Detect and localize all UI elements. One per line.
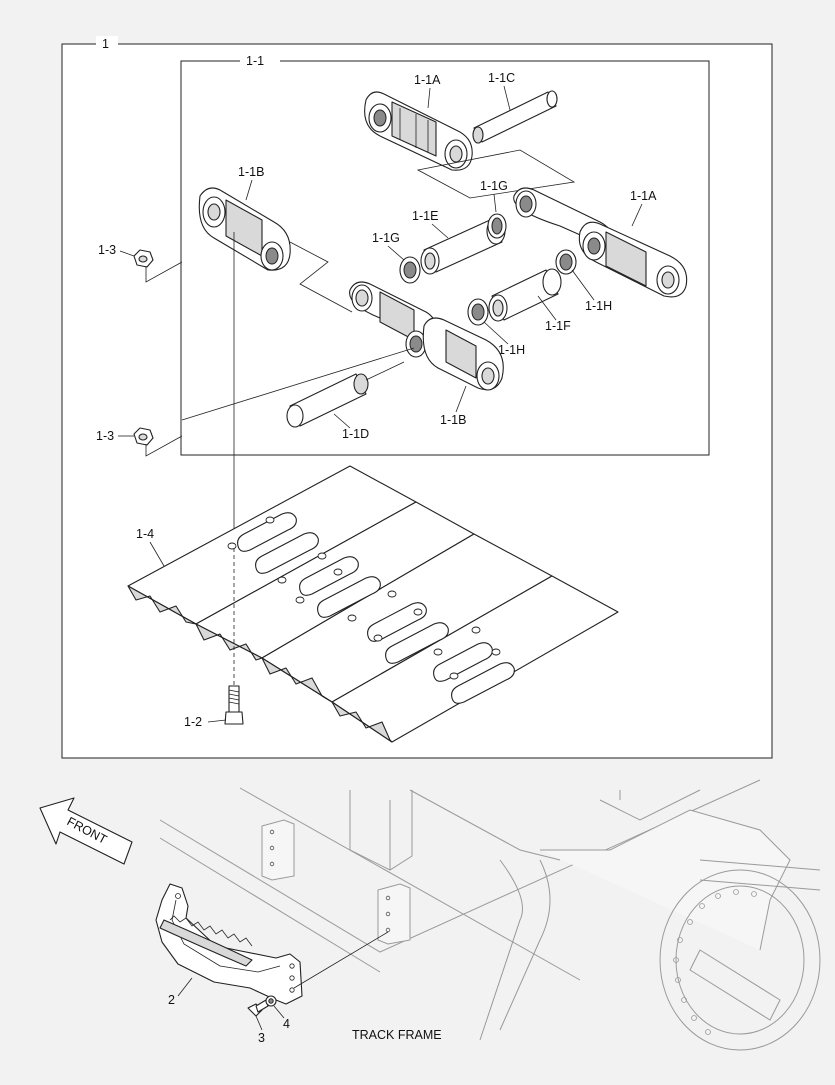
step-2 [155,883,303,1005]
link-1-1b-left [198,187,291,271]
label-link-b-left: 1-1B [238,165,264,179]
bushing-1-1f [488,268,562,322]
label-assy: 1 [102,37,109,51]
track-shoe-1-4 [127,465,619,743]
link-1-1b-center [349,281,504,391]
seal-1-1g-left [399,256,421,284]
nut-1-3-bottom [133,427,154,446]
label-washer: 4 [283,1017,290,1031]
label-seal-g-top: 1-1G [480,179,508,193]
label-link-assy: 1-1 [246,54,264,68]
label-nut-top: 1-3 [98,243,116,257]
pin-1-1c [472,90,558,144]
washer-4 [265,995,277,1007]
track-frame [159,779,821,1051]
label-link-b-right: 1-1B [440,413,466,427]
seal-1-1h-mid [467,298,489,326]
label-pin-d: 1-1D [342,427,369,441]
label-shoe: 1-4 [136,527,154,541]
pin-1-1d [286,361,405,428]
label-seal-h-mid: 1-1H [498,343,525,357]
label-step-bolt: 3 [258,1031,265,1045]
label-seal-h-right: 1-1H [585,299,612,313]
label-step: 2 [168,993,175,1007]
label-link-a-top: 1-1A [414,73,441,87]
step-bolt-3 [247,999,269,1017]
label-bushing-f: 1-1F [545,319,571,333]
link-1-1a-right [513,187,688,298]
label-bolt: 1-2 [184,715,202,729]
label-track-frame: TRACK FRAME [352,1028,442,1042]
nut-1-3-top [133,249,154,268]
label-link-a-right: 1-1A [630,189,657,203]
label-bushing-e: 1-1E [412,209,438,223]
seal-1-1h-right [555,249,577,275]
seal-1-1g-top [487,213,507,239]
link-1-1a-top [364,91,473,171]
label-nut-bottom: 1-3 [96,429,114,443]
front-arrow: FRONT [39,797,133,865]
label-pin-c: 1-1C [488,71,515,85]
label-seal-g-left: 1-1G [372,231,400,245]
